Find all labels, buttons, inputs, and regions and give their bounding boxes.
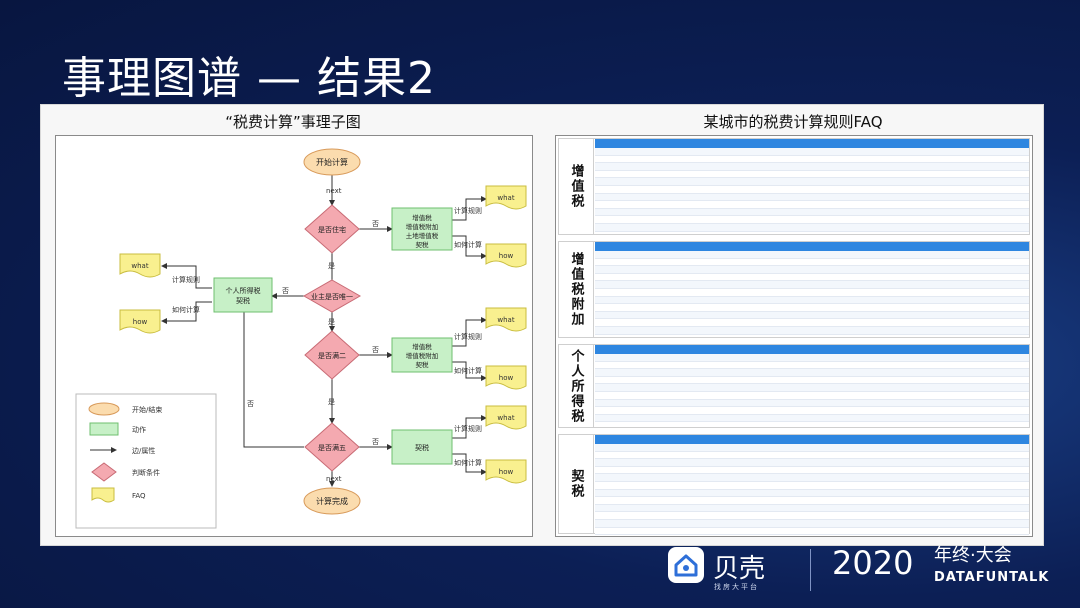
- edge-label-no-5: 否: [247, 400, 254, 408]
- edge-labels: next 否 是 否 是 否 是 否 否 next 计算规则 如何计算 计算规则…: [172, 187, 482, 483]
- edge-label-calc-rule-3: 计算规则: [454, 424, 482, 433]
- content-panel: “税费计算”事理子图 某城市的税费计算规则FAQ: [40, 104, 1044, 546]
- table-personal-income-tax-rows: [595, 345, 1029, 423]
- condition-unique-owner-label: 业主是否唯一: [311, 292, 353, 301]
- svg-text:how: how: [133, 318, 148, 326]
- edge-label-no-3: 否: [372, 346, 379, 354]
- end-node-label: 计算完成: [316, 496, 348, 506]
- event-subtitle: DATAFUNTALK: [934, 570, 1050, 585]
- table-deed-tax: 契税: [558, 434, 1030, 536]
- action-deed: 契税: [391, 429, 453, 465]
- start-node: [303, 148, 361, 176]
- condition-residence: 是否住宅: [304, 204, 360, 254]
- edge-label-yes-2: 是: [328, 318, 335, 326]
- svg-text:增值税: 增值税: [412, 213, 432, 222]
- svg-text:契税: 契税: [236, 296, 250, 305]
- faq-what-3: what: [485, 405, 527, 430]
- edge-label-how-1: 如何计算: [454, 240, 482, 249]
- table-deed-tax-rows: [595, 435, 1029, 536]
- faq-how-2: how: [485, 365, 527, 390]
- svg-text:what: what: [497, 316, 514, 324]
- svg-text:个人所得税: 个人所得税: [226, 286, 261, 295]
- legend-action-swatch: [89, 422, 119, 436]
- edge-label-no-2: 否: [282, 287, 289, 295]
- condition-unique-owner: 业主是否唯一: [302, 279, 362, 313]
- event-title: 年终·大会: [934, 545, 1012, 566]
- table-vat-surcharge-label: 增值税附加: [559, 242, 594, 337]
- table-personal-income-tax: 个人所得税: [558, 344, 1030, 428]
- table-personal-income-tax-label: 个人所得税: [559, 345, 594, 427]
- faq-what-2: what: [485, 307, 527, 332]
- legend-faq-swatch: [91, 487, 115, 503]
- condition-residence-label: 是否住宅: [318, 225, 346, 234]
- table-vat-rows: [595, 139, 1029, 232]
- svg-text:what: what: [131, 262, 148, 270]
- legend-start-end-label: 开始/结束: [132, 405, 162, 414]
- edge-label-how-3: 如何计算: [454, 458, 482, 467]
- edge-label-calc-rule-4: 计算规则: [172, 275, 200, 284]
- svg-text:增值税附加: 增值税附加: [406, 222, 439, 231]
- svg-text:契税: 契税: [416, 360, 430, 369]
- footer-divider: [810, 549, 811, 591]
- legend-start-end-swatch: [88, 402, 120, 416]
- edge-label-next-1: next: [326, 187, 342, 195]
- edge-label-next-2: next: [326, 475, 342, 483]
- condition-two-years: 是否满二: [304, 330, 360, 380]
- legend-condition-swatch: [91, 462, 117, 482]
- diagram-title: “税费计算”事理子图: [225, 113, 361, 131]
- svg-text:how: how: [499, 468, 514, 476]
- svg-text:增值税附加: 增值税附加: [406, 351, 439, 360]
- legend-faq-label: FAQ: [132, 492, 146, 500]
- svg-text:增值税: 增值税: [412, 342, 432, 351]
- brand-logo-icon: [668, 547, 704, 583]
- svg-text:契税: 契税: [415, 443, 429, 452]
- legend-edge-label: 边/属性: [132, 446, 155, 455]
- action-income-deed: 个人所得税 契税: [213, 277, 273, 313]
- svg-text:how: how: [499, 374, 514, 382]
- table-vat-surcharge-rows: [595, 242, 1029, 335]
- edge-label-calc-rule-1: 计算规则: [454, 206, 482, 215]
- faq-what-4: what: [119, 253, 161, 278]
- event-graph-diagram: next 否 是 否 是 否 是 否 否 next 计算规则 如何计算 计算规则…: [55, 135, 533, 537]
- edge-label-no-1: 否: [372, 220, 379, 228]
- brand-logo-subtitle: 找房大平台: [714, 583, 759, 591]
- svg-text:what: what: [497, 194, 514, 202]
- faq-how-4: how: [119, 309, 161, 334]
- action-vat-deed: 增值税 增值税附加 契税: [391, 337, 453, 373]
- table-vat-surcharge: 增值税附加: [558, 241, 1030, 338]
- end-node: [303, 487, 361, 515]
- edge-label-yes-3: 是: [328, 398, 335, 406]
- svg-text:what: what: [497, 414, 514, 422]
- start-node-label: 开始计算: [316, 157, 348, 167]
- event-graph-svg: next 否 是 否 是 否 是 否 否 next 计算规则 如何计算 计算规则…: [75, 148, 527, 529]
- edge-label-no-4: 否: [372, 438, 379, 446]
- table-deed-tax-label: 契税: [559, 435, 594, 533]
- edge-label-yes-1: 是: [328, 262, 335, 270]
- edge-label-calc-rule-2: 计算规则: [454, 332, 482, 341]
- graph-edges: [161, 175, 487, 487]
- brand-logo-text: 贝壳: [713, 554, 766, 584]
- faq-how-1: how: [485, 243, 527, 268]
- legend-action-label: 动作: [132, 425, 146, 434]
- faq-rule-tables: 增值税 增值税附加 个人所得税: [555, 135, 1033, 537]
- condition-five-years: 是否满五: [304, 422, 360, 472]
- event-year: 2020: [832, 544, 914, 582]
- legend-condition-label: 判断条件: [132, 468, 160, 477]
- condition-two-years-label: 是否满二: [318, 351, 346, 360]
- faq-how-3: how: [485, 459, 527, 484]
- faq-title: 某城市的税费计算规则FAQ: [703, 113, 883, 131]
- svg-text:契税: 契税: [416, 240, 430, 249]
- condition-five-years-label: 是否满五: [318, 443, 346, 452]
- legend: 开始/结束 动作 边/属性 判断条件 FAQ: [75, 393, 217, 529]
- svg-text:土地增值税: 土地增值税: [406, 231, 439, 240]
- slide-title: 事理图谱 — 结果2: [62, 53, 436, 104]
- table-vat: 增值税: [558, 138, 1030, 235]
- table-vat-label: 增值税: [559, 139, 594, 234]
- edge-label-how-4: 如何计算: [172, 305, 200, 314]
- edge-label-how-2: 如何计算: [454, 366, 482, 375]
- svg-text:how: how: [499, 252, 514, 260]
- faq-what-1: what: [485, 185, 527, 210]
- action-vat-land-deed: 增值税 增值税附加 土地增值税 契税: [391, 207, 453, 251]
